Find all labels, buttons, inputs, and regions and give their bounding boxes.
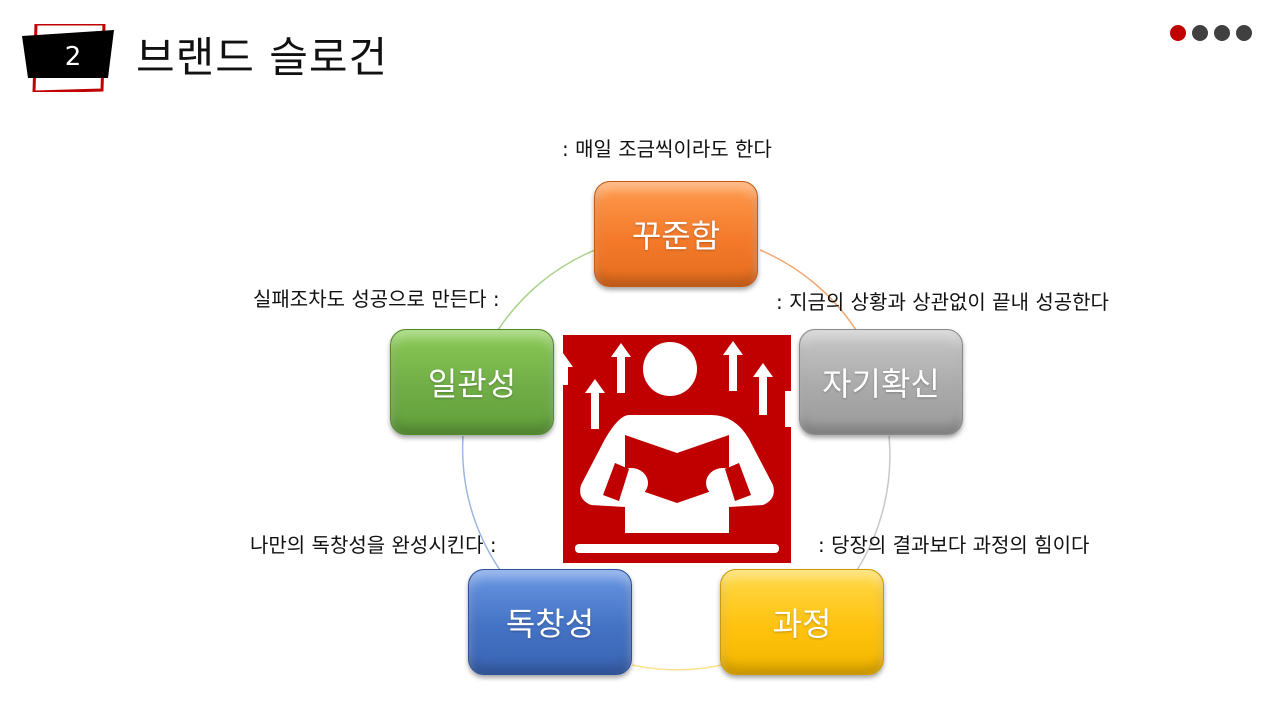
page-title: 브랜드 슬로건 xyxy=(136,33,389,82)
pager-dot-4[interactable] xyxy=(1236,25,1252,41)
badge-frame-icon xyxy=(22,24,114,92)
caption-confidence: : 지금의 상황과 상관없이 끝내 성공한다 xyxy=(776,290,1109,314)
slide-number: 2 xyxy=(64,42,82,72)
arc-yellow-to-blue xyxy=(631,664,723,671)
cycle-box-originality: 독창성 xyxy=(468,569,632,675)
cycle-box-confidence: 자기확신 xyxy=(799,329,963,435)
cycle-box-process: 과정 xyxy=(720,569,884,675)
slide-number-badge: 2 xyxy=(22,24,118,92)
pager-dot-2[interactable] xyxy=(1192,25,1208,41)
caption-process: : 당장의 결과보다 과정의 힘이다 xyxy=(818,533,1090,557)
cycle-box-persistence: 꾸준함 xyxy=(594,181,758,287)
slide-pager xyxy=(1170,25,1252,41)
reader-growth-icon xyxy=(563,335,791,563)
pager-dot-1[interactable] xyxy=(1170,25,1186,41)
caption-originality: 나만의 독창성을 완성시킨다 : xyxy=(250,533,497,557)
caption-persistence: : 매일 조금씩이라도 한다 xyxy=(562,137,772,161)
cycle-box-consistency: 일관성 xyxy=(390,329,554,435)
arc-green-to-orange xyxy=(497,249,596,331)
caption-consistency: 실패조차도 성공으로 만든다 : xyxy=(253,287,500,311)
pager-dot-3[interactable] xyxy=(1214,25,1230,41)
